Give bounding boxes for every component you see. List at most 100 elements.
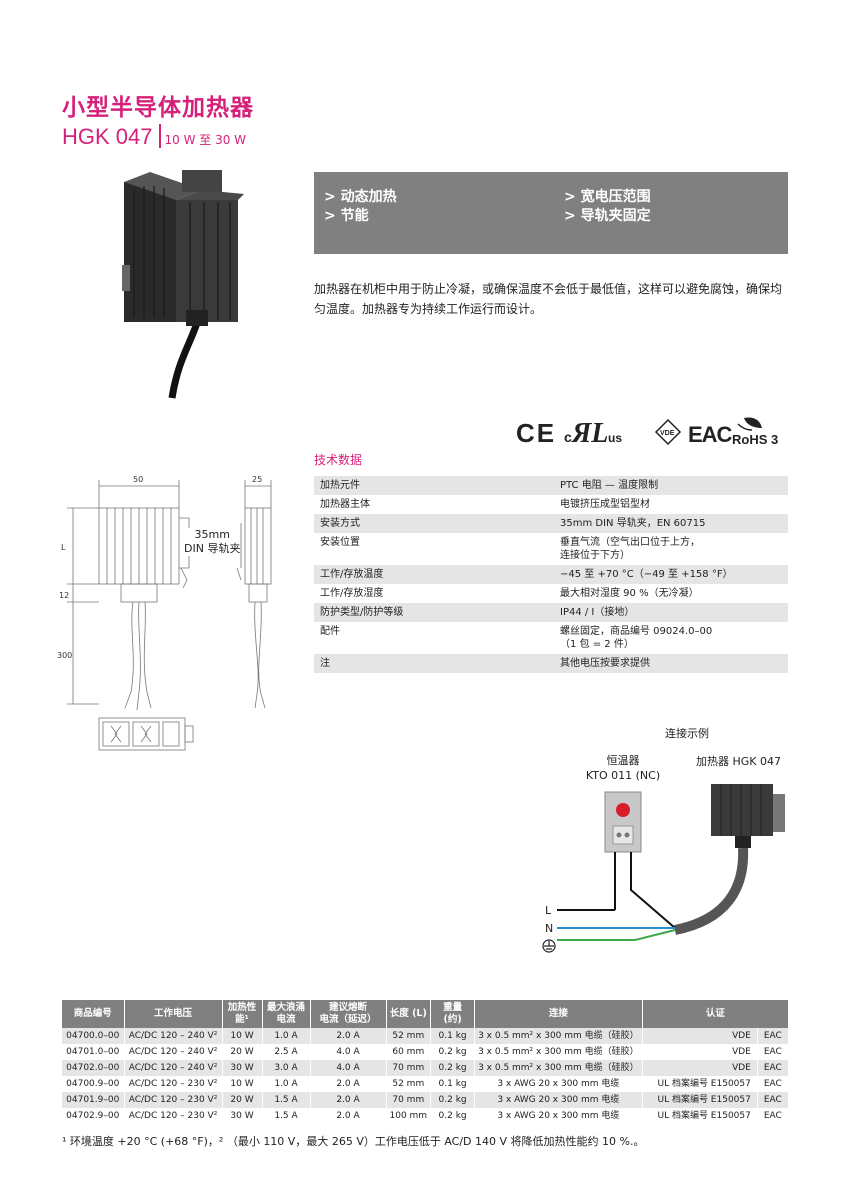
table-cell: 30 W: [221, 1108, 262, 1124]
footnote: ¹ 环境温度 +20 °C (+68 °F)，² （最小 110 V，最大 26…: [62, 1135, 645, 1148]
spec-key: 加热器主体: [314, 495, 554, 514]
order-header-cell: 连接: [474, 1000, 643, 1028]
spec-value: −45 至 +70 °C（−49 至 +158 °F）: [554, 565, 788, 584]
spec-key: 配件: [314, 622, 554, 654]
svg-text:ЯL: ЯL: [571, 418, 608, 448]
table-cell: 20 W: [221, 1044, 262, 1060]
table-cell: 0.2 kg: [430, 1108, 475, 1124]
spec-key: 安装方式: [314, 514, 554, 533]
table-cell: AC/DC 120 – 230 V²: [123, 1092, 222, 1108]
feature-item: > 导轨夹固定: [564, 208, 651, 224]
ground-icon: [542, 939, 556, 953]
feature-item: > 节能: [324, 208, 369, 224]
table-cell: 04700.0–00: [62, 1028, 124, 1044]
spec-row: 安装位置垂直气流（空气出口位于上方， 连接位于下方）: [314, 533, 788, 565]
eac-mark: EAC: [688, 422, 733, 447]
spec-row: 注其他电压按要求提供: [314, 654, 788, 673]
table-cell: 1.0 A: [261, 1076, 310, 1092]
spec-row: 工作/存放温度−45 至 +70 °C（−49 至 +158 °F）: [314, 565, 788, 584]
table-cell: 04702.9–00: [62, 1108, 124, 1124]
table-cell: AC/DC 120 – 240 V²: [123, 1028, 222, 1044]
table-cell: EAC: [756, 1076, 788, 1092]
page-title: 小型半导体加热器: [62, 95, 254, 121]
product-description: 加热器在机柜中用于防止冷凝，或确保温度不会低于最低值，这样可以避免腐蚀，确保均匀…: [314, 282, 783, 316]
table-cell: 3 x 0.5 mm² x 300 mm 电缆（硅胶）: [474, 1028, 643, 1044]
table-cell: 3 x 0.5 mm² x 300 mm 电缆（硅胶）: [474, 1044, 643, 1060]
table-cell: EAC: [756, 1044, 788, 1060]
spec-value: 最大相对湿度 90 %（无冷凝）: [554, 584, 788, 603]
table-cell: UL 档案编号 E150057: [641, 1076, 758, 1092]
heater-label: 加热器 HGK 047: [696, 755, 781, 768]
spec-key: 工作/存放湿度: [314, 584, 554, 603]
table-cell: 70 mm: [385, 1060, 431, 1076]
product-subtitle: HGK 047 10 W 至 30 W: [62, 124, 246, 150]
title-divider: [158, 124, 161, 148]
table-cell: 2.0 A: [309, 1076, 386, 1092]
table-cell: VDE: [641, 1044, 758, 1060]
table-cell: 04700.9–00: [62, 1076, 124, 1092]
spec-row: 工作/存放湿度最大相对湿度 90 %（无冷凝）: [314, 584, 788, 603]
table-cell: 0.1 kg: [430, 1076, 475, 1092]
spec-key: 加热元件: [314, 476, 554, 495]
table-cell: 2.0 A: [309, 1108, 386, 1124]
svg-text:RoHS 3: RoHS 3: [732, 432, 778, 447]
table-cell: 30 W: [221, 1060, 262, 1076]
table-cell: 3.0 A: [261, 1060, 310, 1076]
product-model: HGK 047: [62, 124, 153, 149]
power-range: 10 W 至 30 W: [164, 133, 247, 147]
table-cell: 2.0 A: [309, 1028, 386, 1044]
svg-text:L: L: [545, 904, 552, 917]
table-cell: 2.0 A: [309, 1092, 386, 1108]
table-cell: UL 档案编号 E150057: [641, 1092, 758, 1108]
table-cell: UL 档案编号 E150057: [641, 1108, 758, 1124]
table-cell: 3 x AWG 20 x 300 mm 电缆: [474, 1108, 643, 1124]
rohs-mark: RoHS 3: [732, 417, 778, 447]
table-cell: 04701.0–00: [62, 1044, 124, 1060]
order-header-cell: 重量 (约): [430, 1000, 475, 1028]
svg-text:25: 25: [252, 475, 262, 484]
spec-value: 其他电压按要求提供: [554, 654, 788, 673]
product-photo: [122, 170, 244, 399]
spec-value: 35mm DIN 导轨夹，EN 60715: [554, 514, 788, 533]
table-cell: 1.5 A: [261, 1092, 310, 1108]
svg-text:50: 50: [133, 475, 143, 484]
table-cell: 4.0 A: [309, 1044, 386, 1060]
spec-key: 工作/存放温度: [314, 565, 554, 584]
table-cell: 20 W: [221, 1092, 262, 1108]
table-cell: 0.1 kg: [430, 1028, 475, 1044]
din-rail-label-line2: DIN 导轨夹: [184, 542, 241, 555]
spec-row: 加热器主体电镀挤压成型铝型材: [314, 495, 788, 514]
dimension-drawing: 50 25 L 12 300: [57, 475, 272, 751]
table-cell: 3 x AWG 20 x 300 mm 电缆: [474, 1092, 643, 1108]
table-cell: 1.5 A: [261, 1108, 310, 1124]
table-cell: 60 mm: [385, 1044, 431, 1060]
svg-text:us: us: [608, 431, 622, 445]
order-header-cell: 长度 (L): [385, 1000, 431, 1028]
spec-key: 防护类型/防护等级: [314, 603, 554, 622]
order-header-cell: 工作电压: [123, 1000, 222, 1028]
svg-text:12: 12: [59, 591, 69, 600]
spec-row: 配件螺丝固定，商品编号 09024.0–00 （1 包 = 2 件）: [314, 622, 788, 654]
spec-value: 电镀挤压成型铝型材: [554, 495, 788, 514]
table-cell: 52 mm: [385, 1028, 431, 1044]
vde-mark: VDE: [654, 418, 682, 446]
svg-text:c: c: [564, 429, 572, 445]
table-cell: 10 W: [221, 1028, 262, 1044]
table-cell: EAC: [756, 1060, 788, 1076]
table-cell: EAC: [756, 1092, 788, 1108]
table-cell: 52 mm: [385, 1076, 431, 1092]
connection-title: 连接示例: [665, 727, 709, 740]
svg-text:L: L: [61, 543, 66, 552]
connection-diagram: L N: [542, 784, 785, 953]
thermostat-label-line2: KTO 011 (NC): [585, 769, 661, 782]
spec-key: 安装位置: [314, 533, 554, 565]
order-header-cell: 建议熔断 电流（延迟）: [309, 1000, 386, 1028]
table-cell: 1.0 A: [261, 1028, 310, 1044]
